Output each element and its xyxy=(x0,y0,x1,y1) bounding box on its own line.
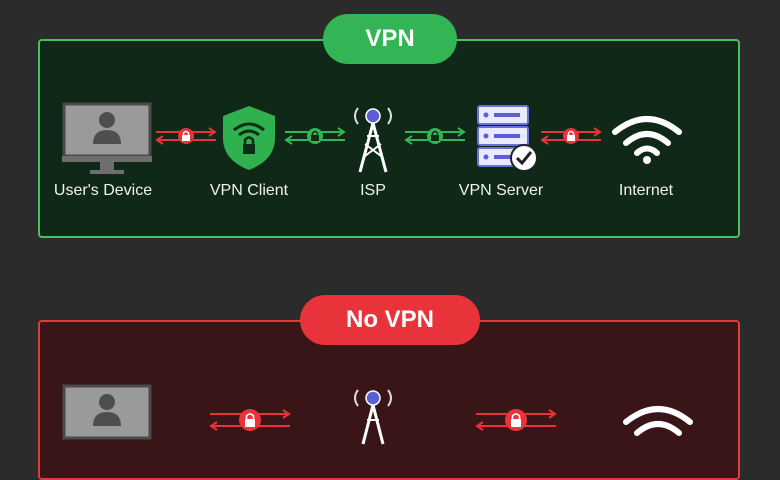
node-label-internet: Internet xyxy=(618,182,674,199)
shield-wifi-lock-icon xyxy=(219,104,279,172)
wifi-icon xyxy=(611,112,683,166)
encrypted-link-arrows xyxy=(403,126,467,146)
wifi-icon xyxy=(622,400,694,440)
node-label-isp: ISP xyxy=(360,182,386,199)
unencrypted-link-arrows xyxy=(474,408,558,432)
computer-user-icon xyxy=(62,102,152,176)
unencrypted-link-arrows xyxy=(154,126,218,146)
node-label-vpn-client: VPN Client xyxy=(209,182,289,199)
cell-tower-icon xyxy=(348,384,398,445)
vpn-panel xyxy=(38,39,740,238)
server-check-icon xyxy=(474,104,540,174)
node-label-users-device: User's Device xyxy=(53,182,153,199)
unencrypted-link-arrows xyxy=(208,408,292,432)
computer-user-icon xyxy=(62,384,152,444)
cell-tower-icon xyxy=(348,104,398,174)
node-label-vpn-server: VPN Server xyxy=(458,182,544,199)
unencrypted-link-arrows xyxy=(539,126,603,146)
encrypted-link-arrows xyxy=(283,126,347,146)
vpn-title-badge: VPN xyxy=(323,14,457,64)
no-vpn-title-badge: No VPN xyxy=(300,295,480,345)
